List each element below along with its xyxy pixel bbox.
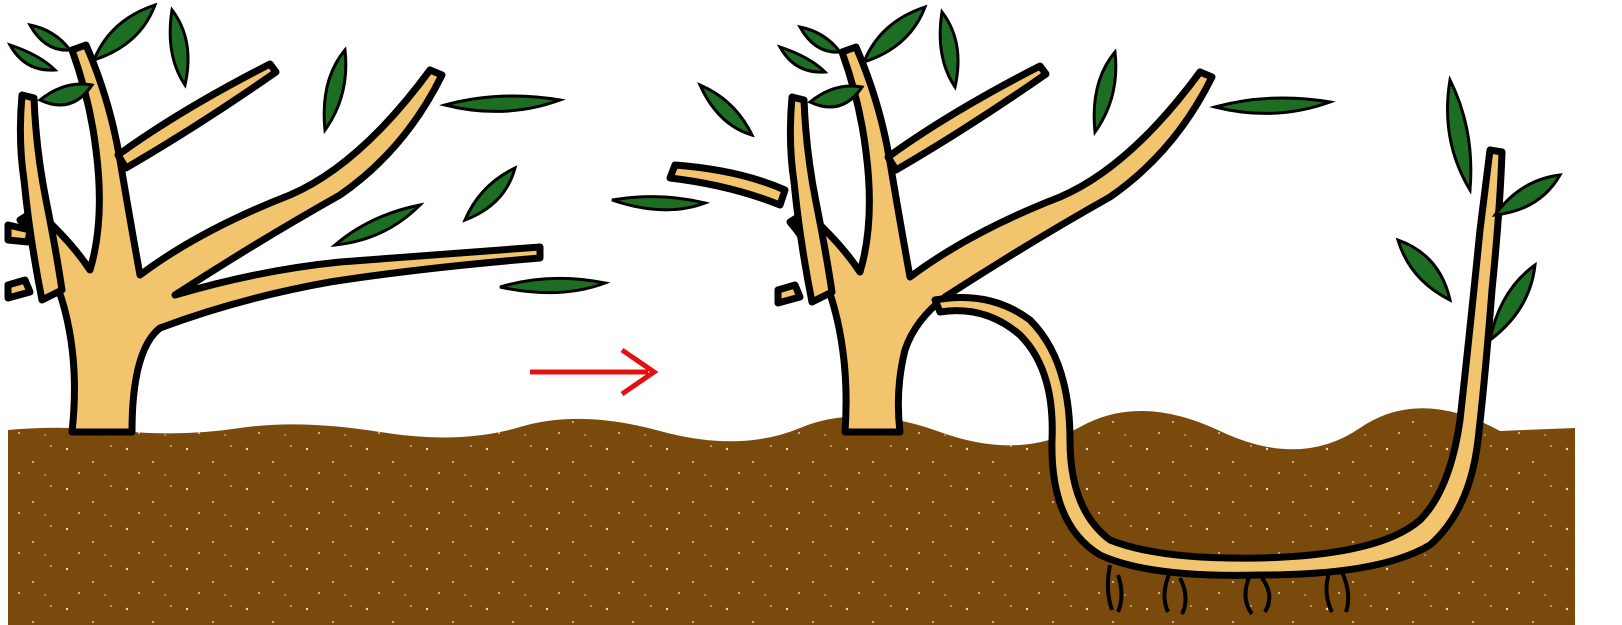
branch-left bbox=[790, 97, 832, 302]
branch-left-3 bbox=[8, 280, 30, 298]
leaves-after bbox=[612, 7, 1560, 340]
arrow-right-icon bbox=[530, 350, 654, 394]
branch-upper bbox=[118, 64, 276, 168]
branch-left-2 bbox=[8, 225, 30, 242]
branch-left-3 bbox=[778, 285, 800, 303]
soil bbox=[8, 408, 1575, 625]
branch-left bbox=[20, 95, 62, 300]
branch-upper bbox=[888, 66, 1046, 170]
